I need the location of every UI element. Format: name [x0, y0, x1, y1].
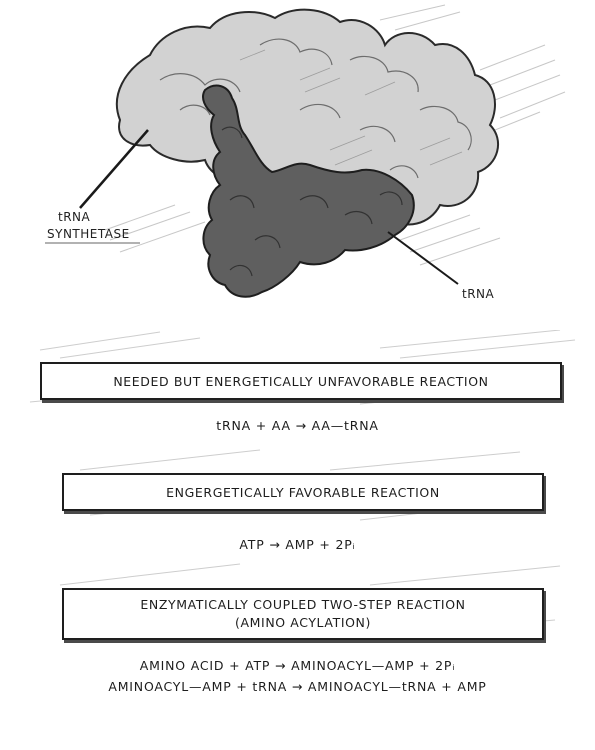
synthetase-pointer-line [80, 130, 148, 208]
favorable-reaction-equation: ATP → AMP + 2Pᵢ [0, 537, 595, 552]
synthetase-trna-illustration [0, 0, 595, 330]
synthetase-label-line2: SYNTHETASE [47, 227, 130, 241]
trna-pointer-line [388, 232, 458, 284]
synthetase-label-line1: tRNA [58, 210, 90, 224]
favorable-reaction-title: ENGERGETICALLY FAVORABLE REACTION [166, 485, 440, 500]
coupled-step2-equation: AMINOACYL—AMP + tRNA → AMINOACYL—tRNA + … [0, 679, 595, 694]
unfavorable-reaction-box: NEEDED BUT ENERGETICALLY UNFAVORABLE REA… [40, 362, 562, 400]
unfavorable-reaction-title: NEEDED BUT ENERGETICALLY UNFAVORABLE REA… [113, 374, 488, 389]
coupled-reaction-title-line2: (AMINO ACYLATION) [235, 614, 371, 632]
favorable-reaction-box: ENGERGETICALLY FAVORABLE REACTION [62, 473, 544, 511]
coupled-reaction-title-line1: ENZYMATICALLY COUPLED TWO-STEP REACTION [140, 596, 465, 614]
coupled-reaction-box: ENZYMATICALLY COUPLED TWO-STEP REACTION … [62, 588, 544, 640]
coupled-step1-equation: AMINO ACID + ATP → AMINOACYL—AMP + 2Pᵢ [0, 658, 595, 673]
trna-label: tRNA [462, 287, 494, 301]
diagram-canvas: tRNA SYNTHETASE tRNA NEEDED BUT ENERGETI… [0, 0, 595, 702]
unfavorable-reaction-equation: tRNA + AA → AA—tRNA [0, 418, 595, 433]
